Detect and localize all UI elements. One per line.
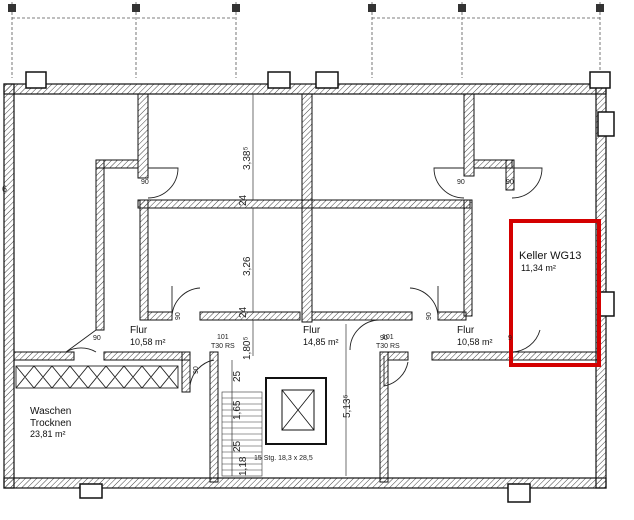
door-label: 90 xyxy=(506,179,514,186)
elevator xyxy=(265,377,327,445)
stairs-label: 15 Stg. 18,3 x 28,5 xyxy=(254,455,313,462)
door-labels: 90 90 90 90 90 90 90 90 9 101 T30 RS 101… xyxy=(93,179,514,374)
door-swings xyxy=(65,167,543,387)
flur-right-name: Flur xyxy=(457,325,475,336)
dimension-label: 24 xyxy=(238,306,249,318)
left-edge-mark: 6 xyxy=(2,184,7,194)
flur-left-area: 10,58 m² xyxy=(130,337,166,347)
flur-left-name: Flur xyxy=(130,325,148,336)
door-label: 90 xyxy=(426,312,433,320)
dimension-label: 1,80⁵ xyxy=(242,336,253,360)
construction-lines xyxy=(11,2,601,78)
door-label: 9 xyxy=(508,335,512,342)
door-label: 90 xyxy=(175,312,182,320)
door-label: 90 xyxy=(141,179,149,186)
flur-mid-name: Flur xyxy=(303,325,321,336)
trocknen-name: Trocknen xyxy=(30,418,71,429)
dimension-label: 25 xyxy=(232,440,243,452)
keller-wg13-highlight[interactable] xyxy=(509,219,601,367)
top-posts xyxy=(8,4,604,12)
stairs xyxy=(221,391,263,477)
keller-area: 11,34 m² xyxy=(521,263,556,273)
dimension-label: 5,13⁵ xyxy=(342,394,353,418)
door-rating-right: T30 RS xyxy=(376,343,400,350)
dimension-lines xyxy=(231,94,347,476)
keller-name: Keller WG13 xyxy=(519,250,581,262)
door-label: 90 xyxy=(93,335,101,342)
waschen-area: 23,81 m² xyxy=(30,429,66,439)
waschen-name: Waschen xyxy=(30,406,71,417)
flur-right-area: 10,58 m² xyxy=(457,337,493,347)
laundry-grid xyxy=(15,365,179,389)
dimension-label: 24 xyxy=(238,194,249,206)
door-rating-left: T30 RS xyxy=(211,343,235,350)
door-label: 90 xyxy=(380,335,388,342)
dimension-labels: 3,38⁵ 24 3,26 24 1,80⁵ 5,13⁵ 25 1,65 25 … xyxy=(2,146,353,476)
dimension-label: 1,65 xyxy=(232,400,243,420)
dimension-label: 3,38⁵ xyxy=(242,146,253,170)
dimension-label: 3,26 xyxy=(242,256,253,276)
door-label: 90 xyxy=(457,179,465,186)
dimension-label: 1,18 xyxy=(238,456,249,476)
wall-pillars xyxy=(25,71,615,503)
flur-mid-area: 14,85 m² xyxy=(303,337,339,347)
dimension-label: 25 xyxy=(232,370,243,382)
door-number-right: 101 xyxy=(382,334,394,341)
door-label: 90 xyxy=(193,366,200,374)
door-number-left: 101 xyxy=(217,334,229,341)
interior-walls xyxy=(13,93,599,483)
